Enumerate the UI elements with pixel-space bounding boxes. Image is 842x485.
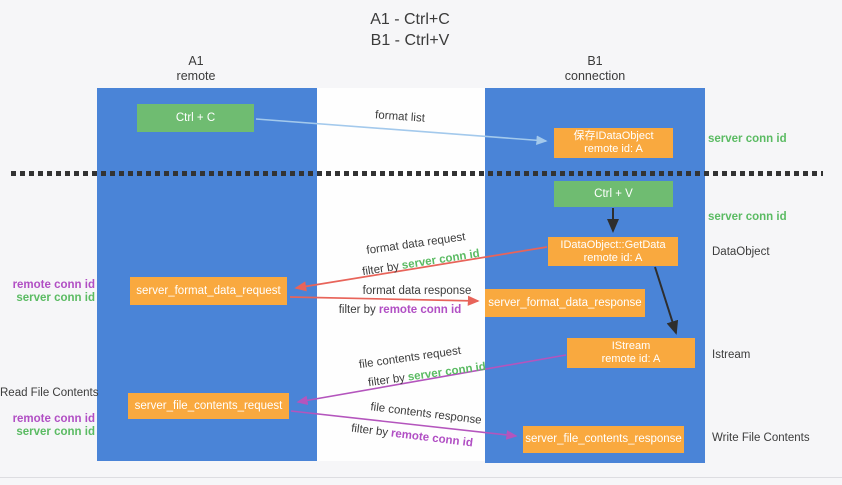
lifeline-a1-title: A1 xyxy=(188,54,204,68)
label-server-conn-id-mid: server conn id xyxy=(708,211,787,223)
title-line-1: A1 - Ctrl+C xyxy=(370,11,450,28)
node-save-idataobject-line2: remote id: A xyxy=(584,143,643,155)
title-line-2: B1 - Ctrl+V xyxy=(370,32,450,49)
diagram-title: A1 - Ctrl+C B1 - Ctrl+V xyxy=(260,9,560,51)
node-getdata-line2: remote id: A xyxy=(583,251,643,264)
node-ctrl-c-label: Ctrl + C xyxy=(175,111,216,124)
node-getdata-line1: IDataObject::GetData xyxy=(560,238,666,251)
node-istream-line2: remote id: A xyxy=(601,353,661,365)
label-dataobject: DataObject xyxy=(712,246,770,258)
label-remote-conn-id-1: remote conn id xyxy=(12,279,95,291)
left-conn-id-block-2: remote conn id server conn id xyxy=(0,413,95,438)
lifeline-header-a1: A1 remote xyxy=(86,54,306,84)
window-bottom-border xyxy=(0,477,842,478)
node-ctrl-c: Ctrl + C xyxy=(137,104,254,132)
label-server-conn-id-top: server conn id xyxy=(708,133,787,145)
label-server-conn-id-1: server conn id xyxy=(16,291,95,304)
node-server-format-data-response: server_format_data_response xyxy=(485,289,645,317)
lifeline-b1-title: B1 xyxy=(587,54,603,68)
node-server-file-contents-response: server_file_contents_response xyxy=(523,426,684,453)
node-server-format-data-request: server_format_data_request xyxy=(130,277,287,305)
node-ctrl-v: Ctrl + V xyxy=(554,181,673,207)
label-format-data-response: format data response xyxy=(362,285,472,297)
label-read-file-contents: Read File Contents xyxy=(0,387,99,399)
left-conn-id-block-1: remote conn id server conn id xyxy=(0,279,95,304)
remote-conn-id-text: remote conn id xyxy=(378,304,462,316)
label-server-conn-id-2: server conn id xyxy=(16,425,95,438)
node-file-response-label: server_file_contents_response xyxy=(525,433,682,445)
node-istream-line1: IStream xyxy=(611,340,651,352)
node-idataobject-getdata: IDataObject::GetData remote id: A xyxy=(548,237,678,266)
node-server-file-contents-request: server_file_contents_request xyxy=(128,393,289,419)
label-write-file-contents: Write File Contents xyxy=(712,432,810,444)
node-save-idataobject: 保存IDataObject remote id: A xyxy=(554,128,673,158)
node-ctrl-v-label: Ctrl + V xyxy=(594,187,633,200)
lifeline-header-b1: B1 connection xyxy=(485,54,705,84)
lifeline-b1-subtitle: connection xyxy=(564,69,626,83)
label-read-file-contents-wrap: Read File Contents xyxy=(0,387,99,400)
filter-by-text: filter by xyxy=(338,304,376,316)
node-format-request-label: server_format_data_request xyxy=(136,284,281,297)
node-file-request-label: server_file_contents_request xyxy=(134,399,283,412)
node-format-response-label: server_format_data_response xyxy=(488,296,642,309)
node-save-idataobject-line1: 保存IDataObject xyxy=(573,130,654,142)
label-remote-conn-id-2: remote conn id xyxy=(12,413,95,425)
label-istream: Istream xyxy=(712,349,751,361)
node-istream: IStream remote id: A xyxy=(567,338,695,368)
lifeline-a1-subtitle: remote xyxy=(176,69,216,83)
dotted-separator xyxy=(11,171,823,176)
